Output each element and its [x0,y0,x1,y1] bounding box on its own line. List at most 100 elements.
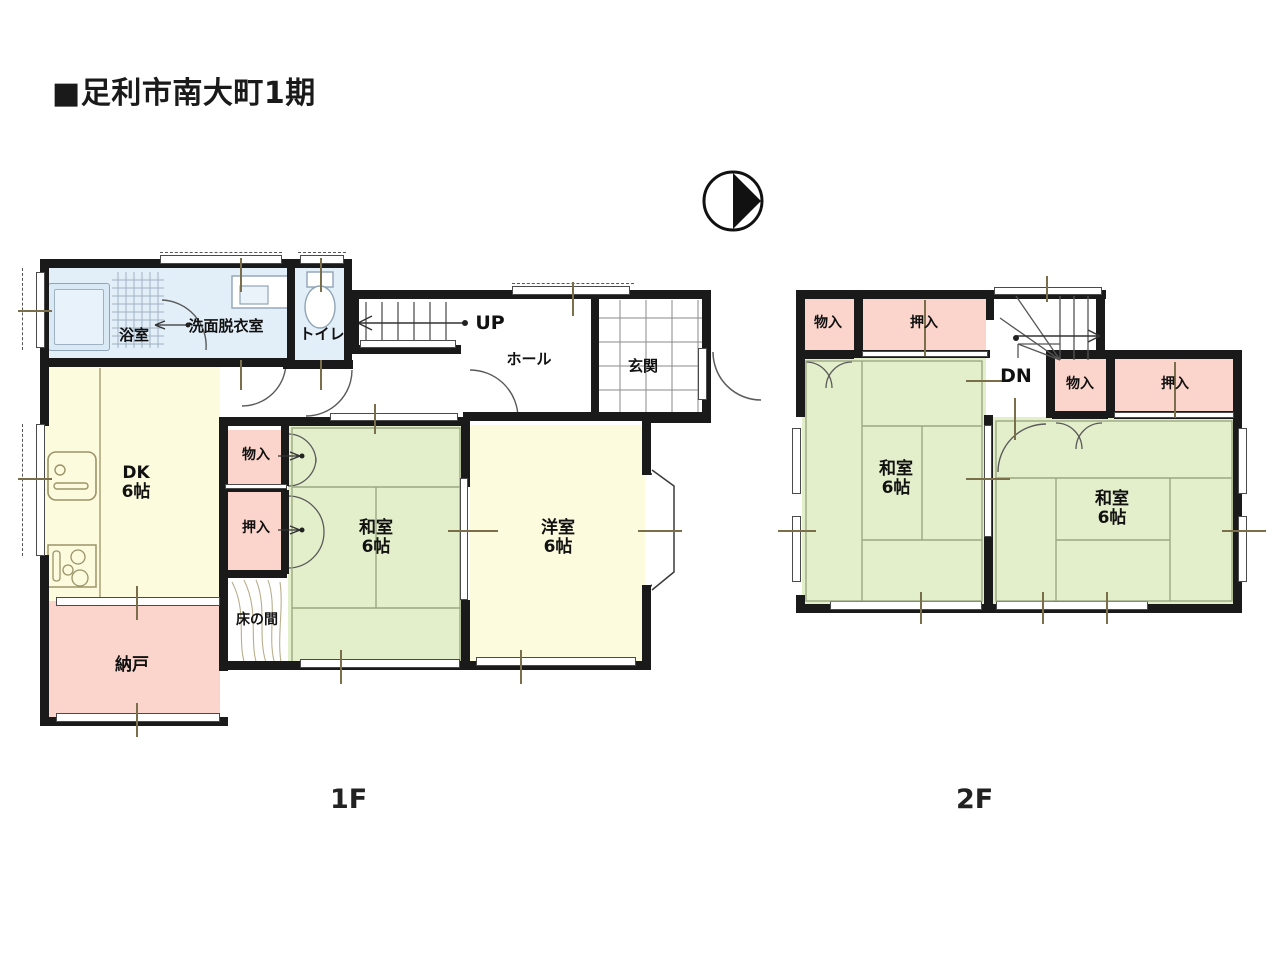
dimension-tick [1222,530,1266,532]
window [360,340,456,348]
closet-label-mono-l: 物入 [814,315,842,331]
wall-1f [281,421,289,486]
north-arrow-icon [702,170,764,232]
room-label-dk: DK 6帖 [104,463,168,503]
closet-label-mono: 物入 [242,447,270,463]
eave-dashed-line [160,252,282,253]
dimension-tick [340,650,342,684]
eave-dashed-line [298,252,346,253]
wall-1f [40,601,49,726]
dimension-tick [18,310,52,312]
dimension-tick [1042,592,1044,624]
wall-1f [219,417,469,426]
room-label-washitsu-l-name: 和室 [879,459,913,479]
closet-oshi-fill [225,492,287,572]
dimension-tick [320,258,322,292]
room-label-washroom: 洗面脱衣室 [188,317,264,335]
window [792,516,801,582]
dimension-tick [1014,398,1016,440]
wall-1f [40,555,49,605]
window [984,425,992,537]
wall-2f [796,290,1106,299]
room-label-entrance: 玄関 [627,357,658,375]
window [56,713,220,722]
wall-1f [40,366,49,426]
room-label-washitsu-l: 和室 6帖 [866,459,926,499]
closet-label-oshi-r: 押入 [1161,376,1189,392]
window [994,287,1102,295]
page-title: ■足利市南大町1期 [52,76,316,111]
closet-label-oshi: 押入 [242,520,270,536]
closet-mono-fill [225,430,287,488]
dimension-tick [924,300,926,356]
wall-1f [281,490,289,574]
room-label-yoshitsu-size: 6帖 [543,537,573,558]
wall-1f [219,570,287,578]
window [56,597,220,606]
window [512,286,630,295]
wall-1f [40,358,290,367]
dimension-tick [638,530,682,532]
dimension-tick [966,380,1010,382]
wall-2f [1046,350,1055,418]
dimension-tick [320,360,322,390]
wall-2f [854,290,863,358]
room-label-washitsu: 和室 6帖 [346,518,406,557]
wall-2f [1052,411,1108,419]
wall-1f [642,420,651,475]
floor-caption-2f: 2F [956,784,994,815]
closet-label-mono-r: 物入 [1066,376,1094,392]
room-label-washitsu-r-size: 6帖 [1097,508,1127,529]
eave-dashed-line [22,424,23,556]
room-label-dk-name: DK [122,463,150,483]
dimension-tick [18,478,52,480]
window [1238,516,1247,582]
window [330,413,458,421]
wall-1f [344,259,352,367]
room-toilet-fill [293,268,351,368]
dimension-tick [1046,276,1048,302]
wall-2f [1052,350,1242,359]
wall-1f [219,421,228,671]
wall-2f [1106,350,1115,418]
bathtub-inner [54,289,104,345]
window [476,657,636,666]
dimension-tick [778,530,816,532]
room-label-bath: 浴室 [118,326,149,344]
window [830,601,982,610]
stairs-dn-label: DN [1000,365,1032,387]
room-label-dk-size: 6帖 [121,482,151,503]
wall-1f [283,360,353,369]
floor-caption-1f: 1F [330,784,368,815]
wall-1f [287,259,295,361]
wall-2f [796,350,854,359]
window [996,601,1148,610]
dimension-tick [240,258,242,292]
wall-1f [461,417,470,487]
stairs-up-label: UP [475,312,505,334]
room-nando-fill [40,601,220,726]
dimension-tick [136,703,138,737]
dimension-tick [1106,592,1108,624]
dimension-tick [572,282,574,316]
eave-dashed-line [22,268,23,350]
room-label-yoshitsu: 洋室 6帖 [528,518,588,558]
floor-plan-2f: 物入 押入 DN 物入 押入 和室 6帖 和室 6帖 [770,0,1280,780]
dimension-tick [374,404,376,434]
wall-1f [219,661,289,670]
dimension-tick [136,586,138,620]
window [1238,428,1247,494]
room-label-washitsu-name: 和室 [359,518,393,538]
window [300,255,344,264]
dimension-tick [448,530,498,532]
dimension-tick [966,478,1010,480]
wall-1f [351,345,461,354]
window [36,424,45,556]
window [225,484,287,489]
floor-plan-1f: 浴室 洗面脱衣室 トイレ ホール 玄関 UP DK 6帖 納戸 物入 押入 床の… [0,0,762,780]
window [160,255,282,264]
room-hall-fill [351,290,711,425]
room-label-washitsu-l-size: 6帖 [881,478,911,499]
dimension-tick [240,360,242,390]
